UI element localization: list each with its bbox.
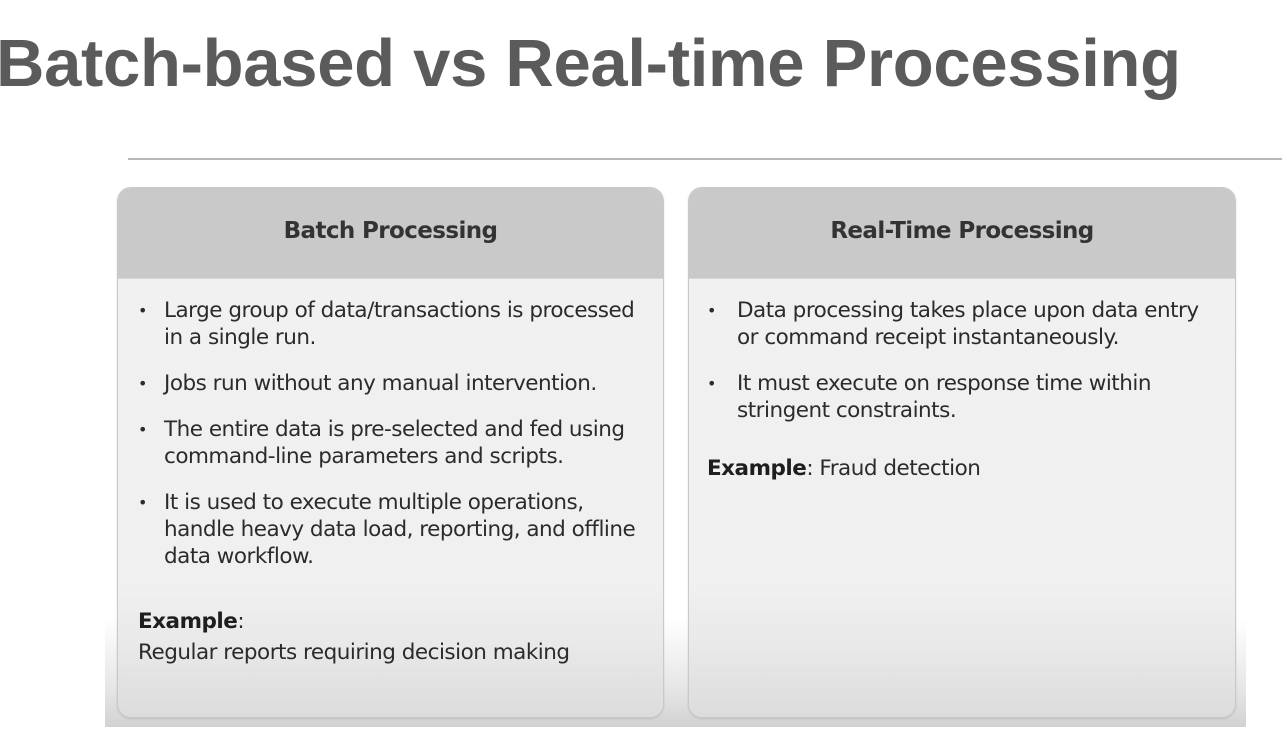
bullet-text: Large group of data/transactions is proc… — [164, 298, 635, 350]
card-header: Batch Processing — [118, 188, 663, 279]
bullet-item: • Data processing takes place upon data … — [707, 297, 1221, 351]
card-heading: Batch Processing — [283, 218, 498, 244]
bullet-text: It must execute on response time within … — [737, 371, 1151, 423]
bullet-text: Jobs run without any manual intervention… — [164, 371, 597, 396]
card-heading: Real-Time Processing — [830, 218, 1094, 244]
bullet-item: • It must execute on response time withi… — [707, 370, 1221, 424]
bullet-text: It is used to execute multiple operation… — [164, 490, 636, 569]
bullet-icon: • — [707, 301, 716, 320]
bullet-item: • The entire data is pre-selected and fe… — [138, 416, 645, 470]
bullet-icon: • — [138, 374, 147, 393]
bullet-list: • Data processing takes place upon data … — [707, 297, 1221, 424]
example-block: Example: Regular reports requiring decis… — [138, 606, 645, 668]
example-label: Example — [707, 456, 807, 481]
title-divider — [128, 158, 1282, 160]
bullet-item: • Large group of data/transactions is pr… — [138, 297, 645, 351]
real-time-processing-card: Real-Time Processing • Data processing t… — [688, 187, 1236, 718]
bullet-text: The entire data is pre-selected and fed … — [164, 417, 625, 469]
bullet-text: Data processing takes place upon data en… — [737, 298, 1199, 350]
example-block: Example: Fraud detection — [707, 453, 1221, 484]
example-separator: : — [237, 609, 245, 634]
bullet-list: • Large group of data/transactions is pr… — [138, 297, 645, 570]
bullet-item: • It is used to execute multiple operati… — [138, 489, 645, 570]
bullet-icon: • — [138, 420, 147, 439]
example-label: Example — [138, 609, 238, 634]
bullet-icon: • — [138, 493, 147, 512]
example-separator: : — [806, 456, 820, 481]
example-text: Fraud detection — [819, 456, 981, 481]
bullet-icon: • — [138, 301, 147, 320]
card-body: • Large group of data/transactions is pr… — [118, 279, 663, 668]
bullet-icon: • — [707, 374, 716, 393]
batch-processing-card: Batch Processing • Large group of data/t… — [117, 187, 664, 718]
example-text: Regular reports requiring decision makin… — [138, 640, 570, 665]
bullet-item: • Jobs run without any manual interventi… — [138, 370, 645, 397]
card-header: Real-Time Processing — [689, 188, 1235, 279]
card-body: • Data processing takes place upon data … — [689, 279, 1235, 484]
slide-title: Batch-based vs Real-time Processing — [0, 26, 1181, 101]
